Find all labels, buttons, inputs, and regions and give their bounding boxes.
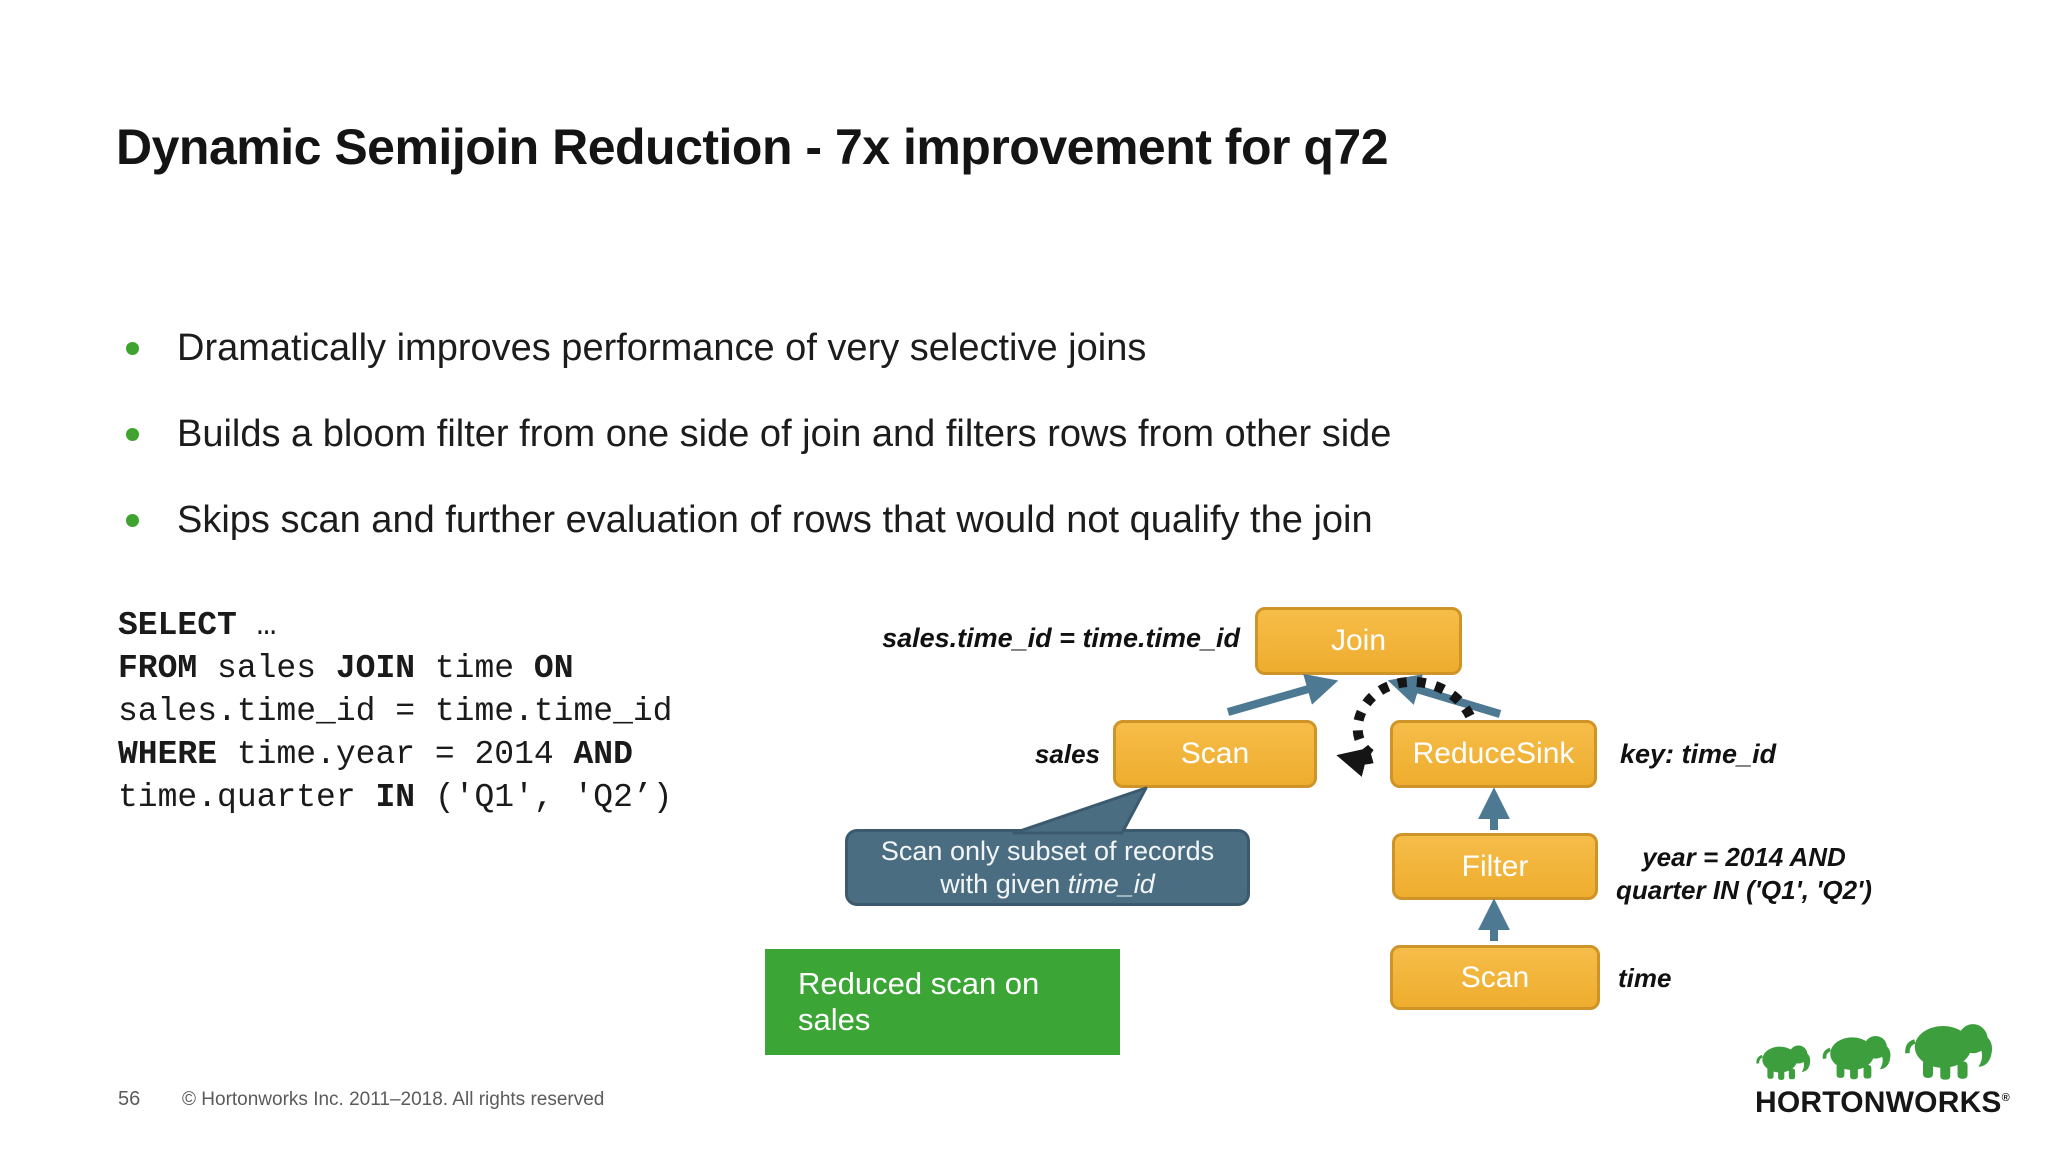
filter-node: Filter [1392,833,1598,900]
bullet-icon [126,513,139,527]
bullet-item: Dramatically improves performance of ver… [126,320,1766,376]
sql-line: WHERE time.year = 2014 AND [118,733,673,776]
sql-keyword: IN [375,779,416,816]
callout-line2-text: with given [940,868,1068,899]
hortonworks-logo: HORTONWORKS® [1755,1008,2010,1132]
sales-table-label: sales [1034,739,1100,769]
bullet-icon [126,341,139,355]
sql-keyword: ON [533,650,574,687]
brand-name: HORTONWORKS [1755,1086,2002,1119]
page-number: 56 [118,1088,141,1110]
sql-keyword: SELECT [118,607,237,644]
callout-line1: Scan only subset of records [880,835,1215,866]
bullet-text: Skips scan and further evaluation of row… [177,498,1373,541]
callout-line2-italic: time_id [1067,868,1155,899]
elephants-icon [1756,1008,2005,1083]
brand-text: HORTONWORKS® [1755,1086,2010,1120]
callout-line2: with given time_id [940,868,1155,901]
sql-text: sales [197,650,336,687]
arrow-scan-to-join [1226,673,1339,716]
sql-text: … [236,607,277,644]
sql-text: sales.time_id = time.time_id [118,693,673,730]
bullet-text: Dramatically improves performance of ver… [177,326,1147,369]
result-box: Reduced scan on sales [765,949,1120,1055]
sql-text: time.year = 2014 [217,736,574,773]
reducesink-node: ReduceSink [1390,720,1597,788]
bullet-item: Skips scan and further evaluation of row… [126,492,1766,548]
slide-title: Dynamic Semijoin Reduction - 7x improvem… [116,119,1389,175]
sql-code-block: SELECT … FROM sales JOIN time ON sales.t… [118,604,673,819]
scan-sales-node: Scan [1113,720,1317,788]
sql-keyword: WHERE [118,736,218,773]
reducesink-key-label: key: time_id [1620,739,1777,769]
filter-condition-line2: quarter IN ('Q1', 'Q2') [1616,875,1872,905]
copyright-text: © Hortonworks Inc. 2011–2018. All rights… [182,1089,605,1110]
registered-mark: ® [2001,1092,2010,1104]
callout-bubble: Scan only subset of records with given t… [845,829,1250,906]
bullet-text: Builds a bloom filter from one side of j… [177,412,1392,455]
sql-keyword: FROM [118,650,198,687]
arrow-reducesink-to-join [1387,674,1502,718]
filter-condition-line1: year = 2014 AND [1642,842,1846,872]
bullet-item: Builds a bloom filter from one side of j… [126,406,1766,462]
sql-line: SELECT … [118,604,673,647]
sql-keyword: JOIN [335,650,416,687]
sql-line: sales.time_id = time.time_id [118,690,673,733]
sql-line: FROM sales JOIN time ON [118,647,673,690]
callout-pointer [1012,786,1148,835]
bullet-icon [126,427,139,441]
sql-text: ('Q1', 'Q2’) [415,779,673,816]
scan-time-node: Scan [1390,945,1600,1010]
time-table-label: time [1618,963,1672,993]
join-condition-label: sales.time_id = time.time_id [882,623,1240,653]
sql-text: time [415,650,534,687]
sql-keyword: AND [573,736,633,773]
join-node: Join [1255,607,1462,675]
sql-text: time.quarter [118,779,376,816]
filter-condition-label: year = 2014 AND quarter IN ('Q1', 'Q2') [1596,841,1892,907]
sql-line: time.quarter IN ('Q1', 'Q2’) [118,776,673,819]
